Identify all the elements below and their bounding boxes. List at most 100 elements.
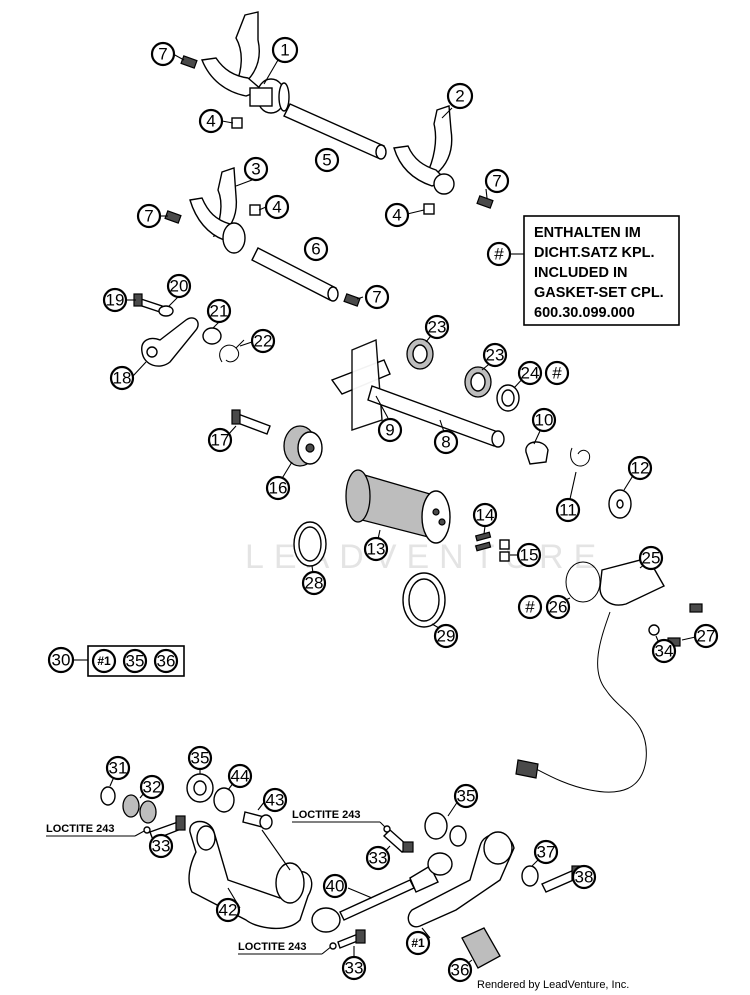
rollers-15-part: [499, 539, 510, 562]
pin-4-c-part: [423, 203, 435, 215]
callout-20: 20: [166, 273, 192, 299]
svg-text:LOCTITE 243: LOCTITE 243: [46, 823, 114, 835]
callout-29: 29: [433, 623, 459, 649]
svg-text:15: 15: [520, 546, 539, 565]
svg-text:#1: #1: [411, 936, 425, 950]
kit-item-1: #1: [91, 648, 117, 674]
callout-36: 36: [447, 957, 473, 983]
svg-text:35: 35: [457, 787, 476, 806]
callout-22: 22: [250, 328, 276, 354]
svg-text:5: 5: [322, 151, 331, 170]
svg-text:8: 8: [441, 433, 450, 452]
svg-text:30: 30: [52, 651, 71, 670]
kit-item-36: 36: [153, 648, 179, 674]
pin-4-a-part: [231, 117, 243, 129]
bushing-35-a-part: [186, 773, 214, 803]
svg-text:26: 26: [549, 598, 568, 617]
svg-text:19: 19: [106, 291, 125, 310]
washer-34-part: [648, 624, 660, 636]
svg-text:44: 44: [231, 767, 250, 786]
svg-text:9: 9: [385, 421, 394, 440]
callout-35-b: 35: [453, 783, 479, 809]
bolt-43-part: [242, 811, 273, 830]
screw-17-part: [231, 409, 271, 435]
shift-pedal-part: [407, 831, 515, 928]
callout-37: 37: [533, 839, 559, 865]
svg-text:33: 33: [369, 849, 388, 868]
bearing-28-part: [293, 521, 327, 567]
svg-text:10: 10: [535, 411, 554, 430]
callout-3: 3: [243, 156, 269, 182]
svg-text:2: 2: [455, 87, 464, 106]
svg-text:1: 1: [280, 41, 289, 60]
bearing-29-part: [402, 572, 446, 628]
callout-43: 43: [262, 787, 288, 813]
callout-9: 9: [377, 417, 403, 443]
callout-12: 12: [627, 455, 653, 481]
svg-text:7: 7: [492, 172, 501, 191]
callout-8: 8: [433, 429, 459, 455]
washer-37-part: [521, 865, 539, 887]
loctite-label-a: LOCTITE 243: [46, 823, 151, 837]
callout-1-gasket: #1: [405, 930, 431, 956]
svg-text:27: 27: [697, 627, 716, 646]
gasket-set-note: ENTHALTEN IM DICHT.SATZ KPL. INCLUDED IN…: [510, 215, 680, 326]
svg-text:6: 6: [311, 240, 320, 259]
washer-12-part: [608, 489, 632, 519]
svg-text:38: 38: [575, 868, 594, 887]
callout-1: 1: [271, 36, 299, 64]
svg-text:33: 33: [345, 959, 364, 978]
svg-text:11: 11: [559, 501, 577, 520]
callout-27: 27: [693, 623, 719, 649]
shift-rail-6-part: [251, 247, 339, 302]
svg-text:18: 18: [113, 369, 132, 388]
loctite-label-c: LOCTITE 243: [238, 941, 337, 955]
svg-text:LOCTITE 243: LOCTITE 243: [238, 941, 306, 953]
shift-rail-5-part: [283, 103, 387, 160]
svg-text:20: 20: [170, 277, 189, 296]
bushing-44-part: [213, 787, 235, 813]
callout-42: 42: [215, 897, 241, 923]
shift-drum-13-part: [345, 469, 451, 544]
callouts: 7 1 4 2 5 3 7 4 4 7 6 7 # 19 20 21 22 18…: [47, 36, 719, 983]
callout-31: 31: [105, 755, 131, 781]
callout-23-b: 23: [482, 342, 508, 368]
svg-text:28: 28: [305, 574, 324, 593]
lever-18-part: [141, 317, 199, 367]
needle-bearing-23-a-part: [406, 338, 434, 370]
svg-text:#: #: [552, 364, 562, 383]
svg-text:22: 22: [254, 332, 273, 351]
svg-text:14: 14: [476, 506, 495, 525]
callout-23-a: 23: [424, 314, 450, 340]
callout-44: 44: [227, 763, 253, 789]
bolt-33-c-part: [337, 929, 366, 949]
shift-lever-42-part: [188, 820, 313, 929]
callout-15: 15: [516, 542, 542, 568]
note-line-5: 600.30.099.000: [534, 305, 635, 321]
shift-fork-2-part: [393, 105, 455, 195]
callout-6: 6: [303, 236, 329, 262]
svg-text:33: 33: [152, 837, 171, 856]
spring-7-d-part: [343, 293, 361, 307]
svg-text:24: 24: [521, 364, 540, 383]
clip-10-part: [525, 441, 549, 465]
callout-24: 24: [517, 360, 543, 386]
svg-text:7: 7: [158, 45, 167, 64]
svg-text:LOCTITE 243: LOCTITE 243: [292, 809, 360, 821]
callout-4-a: 4: [198, 108, 224, 134]
svg-text:17: 17: [211, 431, 230, 450]
callout-16: 16: [265, 475, 291, 501]
svg-text:35: 35: [126, 652, 145, 671]
callout-2: 2: [446, 82, 474, 110]
spring-7-c-part: [164, 210, 182, 224]
note-line-1: ENTHALTEN IM: [534, 225, 641, 241]
svg-text:36: 36: [157, 652, 176, 671]
callout-10: 10: [531, 407, 557, 433]
svg-text:7: 7: [372, 288, 381, 307]
svg-text:4: 4: [272, 198, 281, 217]
svg-text:37: 37: [537, 843, 556, 862]
note-line-2: DICHT.SATZ KPL.: [534, 245, 655, 261]
svg-text:21: 21: [210, 302, 229, 321]
bushing-21-part: [202, 327, 222, 345]
